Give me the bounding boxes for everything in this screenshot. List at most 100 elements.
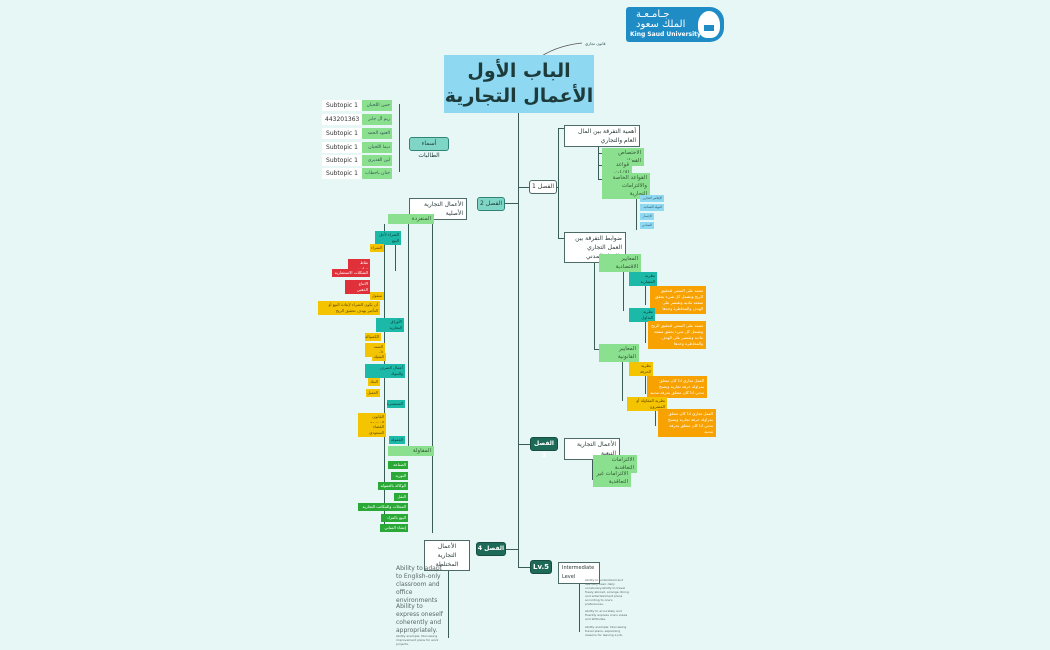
connector — [395, 241, 396, 271]
chapter1-topic1[interactable]: أهمية التفرقة بين المال العام والتجاري — [564, 125, 640, 147]
theory-description: تعتمد على السعي لتحقيق الربح وتشمل كل شي… — [650, 286, 706, 314]
connector — [448, 556, 449, 638]
student-name[interactable]: ديما اللحيان — [362, 142, 392, 153]
connector — [579, 572, 580, 632]
paper-item[interactable]: الشيك — [372, 353, 386, 361]
group-exchange-banks[interactable]: أعمال الصرف والبنوك — [365, 364, 405, 378]
connector — [518, 567, 530, 568]
level-item: Ability to understand and use very basic… — [585, 578, 629, 606]
level-tag[interactable]: Lv.5 — [530, 560, 552, 574]
bank-item[interactable]: العميل — [366, 389, 380, 397]
resale-condition[interactable]: أن يكون الشراء لإعادة البيع أو التأجير ب… — [318, 301, 380, 315]
buy-subitem[interactable]: الشكلات الاستثمارية — [332, 269, 370, 277]
connector — [645, 372, 646, 394]
contractual-obligations[interactable]: الالتزامات التعاقدية — [593, 455, 637, 473]
connector — [505, 549, 518, 550]
topic1-subitem[interactable]: الإفلاس التجاري — [640, 195, 664, 202]
contracting-acts[interactable]: المقاولة — [388, 446, 434, 456]
student-value[interactable]: Subtopic 1 — [322, 155, 362, 166]
level-topic[interactable]: Intermediate Level — [558, 562, 600, 584]
chapter3-tag[interactable]: الفصل 3 — [530, 437, 558, 459]
student-name[interactable]: ريم آل جابر — [362, 114, 392, 125]
contracting-item[interactable]: الصناعة — [388, 461, 408, 469]
theory-speculation[interactable]: نظرية المضاربة — [629, 272, 657, 286]
connector — [636, 190, 637, 230]
contracting-item[interactable]: الوكالة بالعمولة — [378, 482, 408, 490]
main-trunk — [518, 113, 519, 568]
connector — [655, 404, 656, 426]
root-note[interactable]: قانون تجاري — [585, 41, 606, 46]
theory-enterprise[interactable]: نظرية المقاولة أو المشروع — [627, 397, 667, 411]
chapter4-item: Ability to express oneself coherently an… — [396, 603, 443, 634]
student-value[interactable]: 443201363 — [322, 114, 362, 125]
single-acts[interactable]: المنفردة — [388, 214, 434, 224]
group-brokerage[interactable]: السمسرة — [386, 400, 405, 408]
connector — [518, 444, 530, 445]
paper-item[interactable]: الكمبيالة — [365, 333, 381, 341]
logo-english: King Saud University — [630, 31, 701, 38]
chapter4-topic[interactable]: الأعمال التجارية المختلطة — [424, 540, 470, 571]
theory-description: العمل تجاري اذا كان متعلق بمزاولة حرفة ت… — [658, 409, 716, 437]
student-value[interactable]: Subtopic 1 — [322, 168, 362, 179]
topic1-subitem[interactable]: الإعسار — [640, 213, 654, 220]
non-contractual-obligations[interactable]: الالتزامات غير التعاقدية — [593, 469, 631, 487]
connector — [598, 165, 602, 166]
connector — [556, 187, 559, 188]
economic-criteria[interactable]: المعايير الاقتصادية — [599, 254, 641, 272]
contracting-item[interactable]: النقل — [394, 493, 408, 501]
chapter4-tag[interactable]: الفصل 4 — [476, 542, 506, 556]
connector — [594, 349, 599, 350]
movable-item[interactable]: منقول — [370, 292, 384, 300]
group-commission[interactable]: العمولة — [389, 436, 405, 444]
chapter2-tag[interactable]: الفصل 2 — [477, 197, 505, 211]
chapter3-topic[interactable]: الأعمال التجارية التبعية — [564, 438, 620, 460]
emblem-icon — [698, 11, 720, 38]
group-commercial-papers[interactable]: الأوراق التجارية — [376, 318, 404, 332]
group-buy-for-sale[interactable]: الشراء لأجل البيع — [375, 231, 401, 245]
level-item: Ability example: Discussing travel plans… — [585, 625, 627, 637]
contracting-item[interactable]: البيع بالمزاد — [381, 514, 408, 522]
connector — [408, 216, 409, 452]
connector — [622, 356, 623, 401]
brokerage-item[interactable]: القضاء السعودي — [358, 423, 386, 437]
student-value[interactable]: Subtopic 1 — [322, 100, 362, 111]
theory-description: العمل تجاري اذا كان متعلق بمزاولة حرفة ت… — [647, 376, 707, 398]
theory-circulation[interactable]: نظرية التداول — [629, 308, 655, 322]
student-value[interactable]: Subtopic 1 — [322, 142, 362, 153]
contracting-item[interactable]: التوريد — [391, 472, 408, 480]
connector — [598, 153, 602, 154]
chapter4-item: Ability to adapt to English-only classro… — [396, 565, 442, 604]
connector — [598, 179, 602, 180]
students-topic[interactable]: أسماء الطالبات — [409, 137, 449, 159]
topic1-subitem[interactable]: المهلة القضائية — [640, 204, 664, 211]
chapter1-tag[interactable]: الفصل 1 — [529, 180, 557, 194]
connector — [645, 318, 646, 343]
connector — [505, 203, 518, 204]
buy-subitem[interactable]: الانتاج الذهبي — [345, 280, 370, 294]
connector — [518, 187, 529, 188]
topic1-subitem[interactable]: التضامن — [640, 222, 654, 229]
theory-description: تعتمد على السعي لتحقيق الربح وتشمل كل شي… — [648, 321, 706, 349]
student-name[interactable]: حنين اللحيان — [362, 100, 392, 111]
root-title-line1: الباب الأول — [467, 60, 571, 82]
connector — [594, 250, 595, 350]
buy-item[interactable]: الشراء — [370, 244, 384, 252]
student-name[interactable]: جنان باحطاب — [362, 168, 392, 179]
bank-item[interactable]: البنك — [368, 378, 380, 386]
student-name[interactable]: العنود الحمد — [362, 128, 392, 139]
chapter4-item: Ability example: Discussing improvement … — [396, 634, 439, 646]
student-name[interactable]: لين القديري — [362, 155, 392, 166]
topic1-item[interactable]: القواعد الخاصة والالتزامات التجارية — [602, 173, 650, 199]
theory-profession[interactable]: نظرية الحرفة — [629, 362, 653, 376]
connector — [592, 450, 593, 480]
student-value[interactable]: Subtopic 1 — [322, 128, 362, 139]
connector — [432, 208, 433, 533]
legal-criteria[interactable]: المعايير القانونية — [599, 344, 639, 362]
contracting-item[interactable]: إنشاء المباني — [380, 524, 408, 532]
root-topic[interactable]: الباب الأول الأعمال التجارية — [444, 55, 594, 113]
level-item: Ability to accurately and fluently expre… — [585, 609, 628, 621]
contracting-item[interactable]: المحلات والمكاتب التجارية — [358, 503, 408, 511]
connector — [399, 104, 400, 172]
